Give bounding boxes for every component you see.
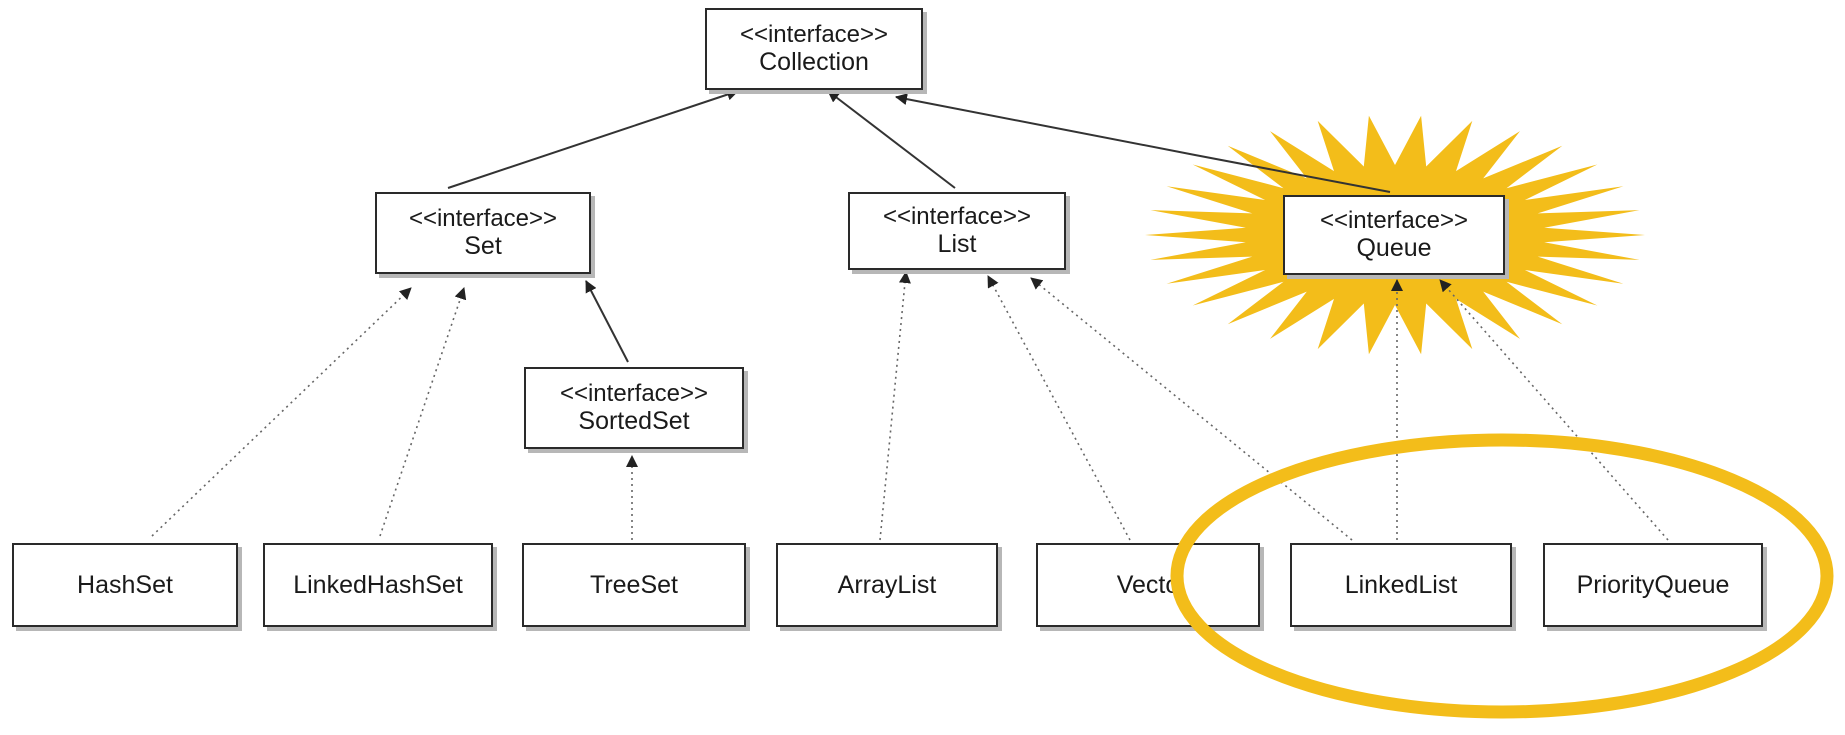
sortedset-stereotype: <<interface>>	[559, 379, 709, 407]
edge-set-to-collection	[447, 88, 739, 189]
class-treeset: TreeSet	[522, 543, 746, 627]
interface-collection: <<interface>> Collection	[705, 8, 923, 90]
edge-sortedset-to-set	[585, 280, 629, 363]
linkedlist-name: LinkedList	[1344, 570, 1458, 599]
extends-edges	[447, 88, 1391, 363]
priorityqueue-name: PriorityQueue	[1576, 570, 1730, 599]
edge-queue-to-collection	[895, 93, 1391, 193]
class-linkedlist: LinkedList	[1290, 543, 1512, 627]
interface-list: <<interface>> List	[848, 192, 1066, 270]
list-stereotype: <<interface>>	[882, 202, 1032, 230]
treeset-name: TreeSet	[589, 570, 678, 599]
class-vector: Vecto	[1036, 543, 1260, 627]
queue-stereotype: <<interface>>	[1319, 206, 1469, 234]
class-arraylist: ArrayList	[776, 543, 998, 627]
hashset-name: HashSet	[77, 570, 173, 599]
edge-linkedhashset-to-set	[379, 287, 467, 537]
interface-sortedset: <<interface>> SortedSet	[524, 367, 744, 449]
edge-list-to-collection	[827, 90, 956, 189]
edge-hashset-to-set	[151, 287, 412, 537]
collection-stereotype: <<interface>>	[739, 20, 889, 48]
queue-name: Queue	[1356, 234, 1432, 263]
arraylist-name: ArrayList	[837, 570, 937, 599]
edge-priorityqueue-to-queue	[1439, 279, 1669, 541]
edge-arraylist-to-list	[879, 271, 911, 541]
set-stereotype: <<interface>>	[408, 204, 558, 232]
sortedset-name: SortedSet	[578, 407, 690, 436]
list-name: List	[937, 230, 977, 259]
vector-name: Vecto	[1116, 570, 1180, 599]
class-hashset: HashSet	[12, 543, 238, 627]
interface-set: <<interface>> Set	[375, 192, 591, 274]
linkedhashset-name: LinkedHashSet	[293, 570, 463, 599]
class-linkedhashset: LinkedHashSet	[263, 543, 493, 627]
class-priorityqueue: PriorityQueue	[1543, 543, 1763, 627]
edge-vector-to-list	[987, 275, 1131, 541]
interface-queue: <<interface>> Queue	[1283, 195, 1505, 275]
set-name: Set	[464, 232, 502, 261]
collection-name: Collection	[759, 48, 869, 77]
